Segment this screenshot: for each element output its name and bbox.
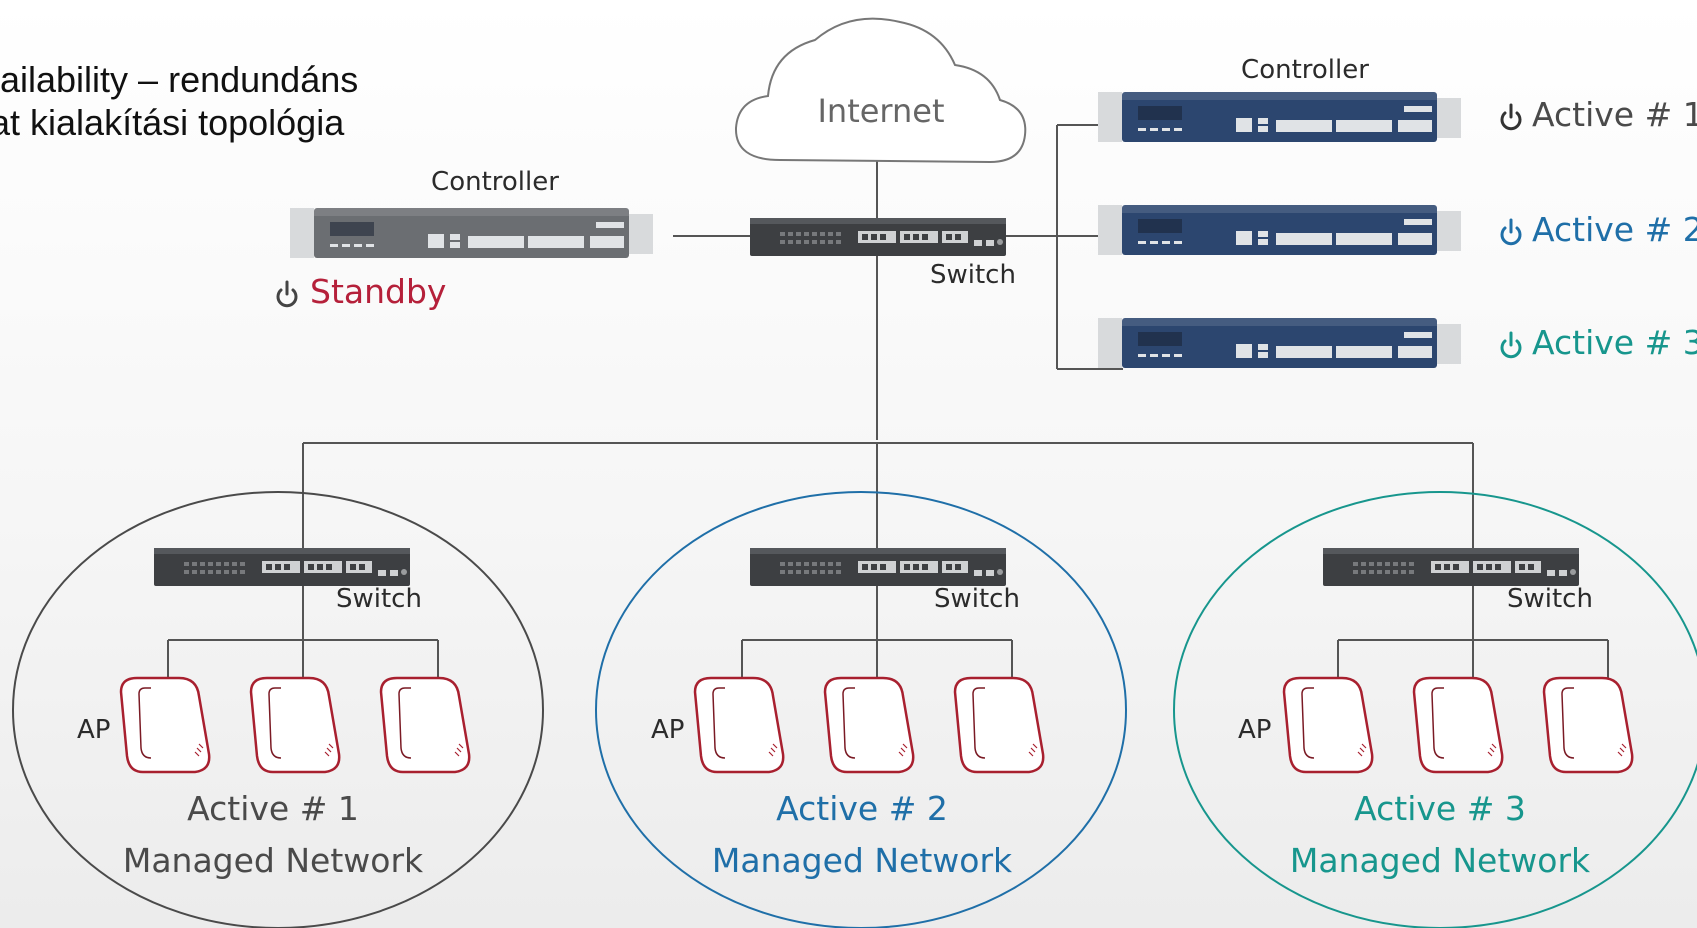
network-2-title: Active # 2 xyxy=(776,789,948,828)
managed-network-1: Switch AP Active # 1 Managed Network xyxy=(12,491,544,928)
network-1-switch xyxy=(154,548,410,586)
managed-network-3: Switch AP Active # 3 Managed Network xyxy=(1173,491,1697,928)
standby-power-icon xyxy=(276,280,298,308)
network-2-switch-label: Switch xyxy=(934,584,1020,614)
heading-line-2: at kialakítási topológia xyxy=(0,102,345,143)
network-1-ap-label: AP xyxy=(77,715,110,745)
active-2-status: Active # 2 xyxy=(1532,210,1697,249)
network-1-title: Active # 1 xyxy=(187,789,359,828)
network-3-boundary xyxy=(1173,491,1697,928)
network-1-ap-3 xyxy=(379,676,471,774)
network-1-subtitle: Managed Network xyxy=(123,841,424,880)
network-3-switch xyxy=(1323,548,1579,586)
network-3-title: Active # 3 xyxy=(1354,789,1526,828)
active-1-power-icon xyxy=(1500,103,1522,131)
active-controllers: Controller Active # 1 Active # 2 Active … xyxy=(1098,55,1697,368)
active-2-power-icon xyxy=(1500,218,1522,246)
network-1-ap-2 xyxy=(249,676,341,774)
network-3-subtitle: Managed Network xyxy=(1290,841,1591,880)
internet-cloud: Internet xyxy=(734,17,1027,164)
network-1-boundary xyxy=(12,491,544,928)
network-3-ap-3 xyxy=(1542,676,1634,774)
internet-label: Internet xyxy=(817,92,944,130)
core-switch-label: Switch xyxy=(930,260,1016,290)
network-2-ap-2 xyxy=(823,676,915,774)
network-2-subtitle: Managed Network xyxy=(712,841,1013,880)
active-controller-1: Active # 1 xyxy=(1098,92,1697,142)
active-3-power-icon xyxy=(1500,331,1522,359)
standby-controller-label: Controller xyxy=(431,167,559,197)
standby-controller: Controller Standby xyxy=(276,167,653,311)
network-2-ap-1 xyxy=(693,676,785,774)
network-2-switch xyxy=(750,548,1006,586)
active-1-status: Active # 1 xyxy=(1532,95,1697,134)
network-2-boundary xyxy=(595,491,1127,928)
connection-lines xyxy=(167,124,1609,680)
managed-network-2: Switch AP Active # 2 Managed Network xyxy=(595,491,1127,928)
slide-heading: vailability – rendundáns at kialakítási … xyxy=(0,58,358,144)
network-1-ap-1 xyxy=(119,676,211,774)
network-1-switch-label: Switch xyxy=(336,584,422,614)
network-3-ap-1 xyxy=(1282,676,1374,774)
heading-line-1: vailability – rendundáns xyxy=(0,59,359,100)
active-controller-3: Active # 3 xyxy=(1098,318,1697,368)
active-3-status: Active # 3 xyxy=(1532,323,1697,362)
network-2-ap-label: AP xyxy=(651,715,684,745)
standby-status: Standby xyxy=(310,272,446,311)
network-3-switch-label: Switch xyxy=(1507,584,1593,614)
network-3-ap-2 xyxy=(1412,676,1504,774)
network-3-ap-label: AP xyxy=(1238,715,1271,745)
core-switch: Switch xyxy=(750,218,1016,290)
active-controllers-label: Controller xyxy=(1241,55,1369,85)
network-2-ap-3 xyxy=(953,676,1045,774)
active-controller-2: Active # 2 xyxy=(1098,205,1697,255)
